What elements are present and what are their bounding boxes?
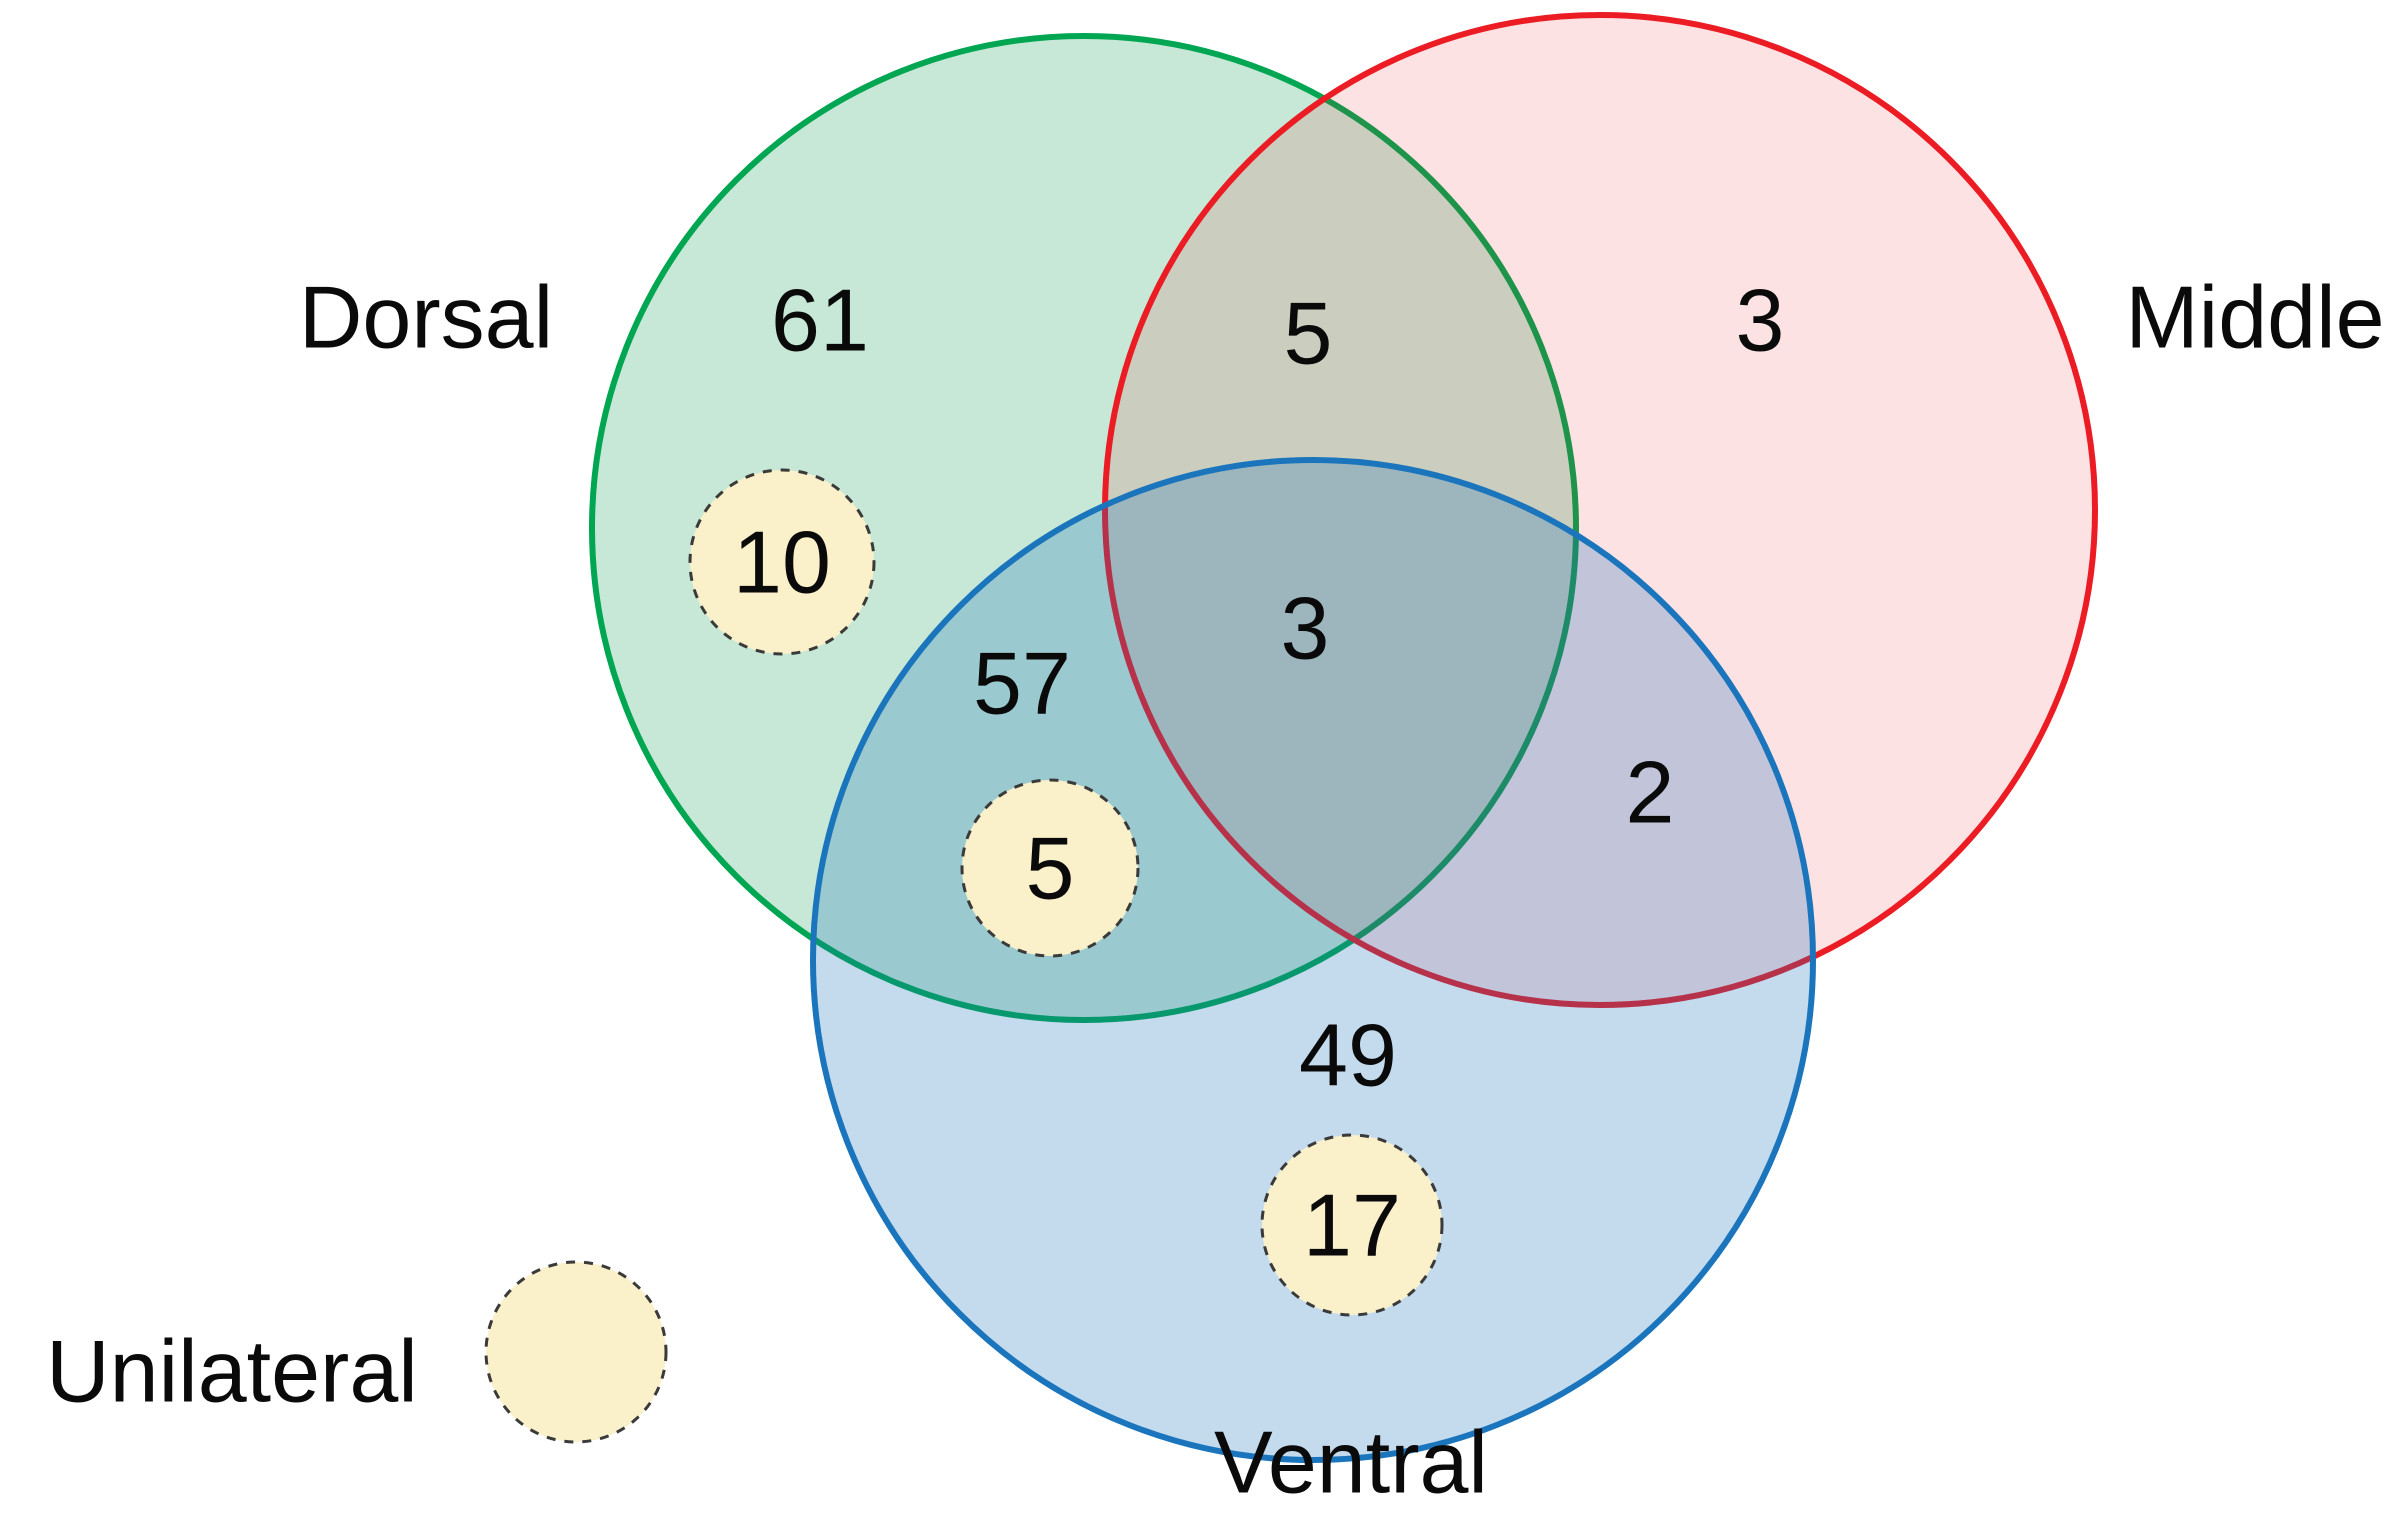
unilateral-legend-label: Unilateral [46,1322,418,1421]
dorsal-label: Dorsal [299,268,553,367]
ventral-label: Ventral [1214,1413,1488,1512]
unilateral-count-dorsal: 10 [733,513,831,612]
count-dorsal-ventral: 57 [973,634,1071,733]
set-labels: Dorsal Middle Ventral Unilateral [46,268,2384,1512]
unilateral-dorsal-ventral-circle [960,778,1140,958]
unilateral-counts: 10 5 17 [733,513,1401,1275]
count-dorsal-only: 61 [771,271,869,370]
count-middle-ventral: 2 [1626,743,1675,842]
count-middle-only: 3 [1736,271,1785,370]
unilateral-ventral-circle [1260,1133,1444,1317]
dorsal-circle [589,33,1579,1023]
unilateral-legend-circle-icon [484,1260,668,1444]
unilateral-count-dorsal-ventral: 5 [1026,819,1075,918]
unilateral-count-ventral: 17 [1303,1176,1401,1275]
ventral-circle [810,457,1816,1463]
count-dorsal-middle: 5 [1284,284,1333,383]
set-circles [589,12,2098,1463]
count-dorsal-middle-ventral: 3 [1281,579,1330,678]
middle-label: Middle [2125,268,2384,367]
region-counts: 61 5 3 3 57 2 49 [771,271,1784,1105]
count-ventral-only: 49 [1299,1006,1397,1105]
unilateral-circles [484,468,1444,1444]
middle-circle [1102,12,2098,1008]
unilateral-dorsal-circle [688,468,876,656]
